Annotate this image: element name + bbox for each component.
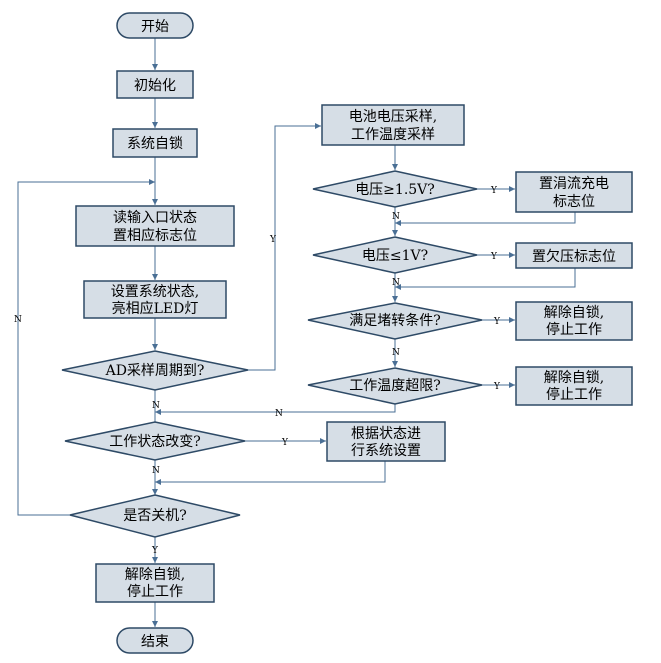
start-label: 开始 <box>141 19 169 35</box>
node-set-status: 设置系统状态, 亮相应LED灯 <box>83 280 227 319</box>
stall-label: 满足堵转条件? <box>349 312 441 329</box>
trickle-line2: 标志位 <box>553 194 595 210</box>
set-line2: 亮相应LED灯 <box>112 300 199 317</box>
read-line2: 置相应标志位 <box>113 227 197 244</box>
label-stall-no: N <box>392 348 400 358</box>
decision-stall: 满足堵转条件? <box>307 302 483 340</box>
node-trickle: 置涓流充电 标志位 <box>515 171 633 213</box>
unlock3-line1: 解除自锁, <box>125 567 185 583</box>
unlock1-line1: 解除自锁, <box>544 305 604 321</box>
unlock2-line2: 停止工作 <box>546 386 602 403</box>
node-unlock-stall: 解除自锁, 停止工作 <box>515 301 633 341</box>
node-reset: 根据状态进 行系统设置 <box>326 421 446 462</box>
node-lock: 系统自锁 <box>112 128 198 158</box>
node-init: 初始化 <box>116 70 194 99</box>
edge-temp-no <box>155 404 396 415</box>
node-undervoltage: 置欠压标志位 <box>515 242 633 269</box>
label-temp-yes: Y <box>493 382 501 392</box>
node-end: 结束 <box>116 627 194 654</box>
label-change-no: N <box>152 466 160 476</box>
label-temp-no: N <box>275 409 283 419</box>
edge-under-return <box>395 268 576 290</box>
trickle-line1: 置涓流充电 <box>539 176 609 192</box>
label-stall-yes: Y <box>493 317 501 327</box>
unlock1-line2: 停止工作 <box>546 321 602 338</box>
node-start: 开始 <box>116 12 194 39</box>
unlock3-line2: 停止工作 <box>127 583 183 600</box>
edge-trickle-return <box>395 212 576 226</box>
node-sampling: 电池电压采样, 工作温度采样 <box>321 104 465 146</box>
v1-label: 电压≤1V? <box>362 248 428 264</box>
shutdown-label: 是否关机? <box>123 508 187 524</box>
sample-line2: 工作温度采样 <box>351 127 435 143</box>
set-line1: 设置系统状态, <box>111 284 199 300</box>
label-v15-no: N <box>392 212 400 222</box>
label-ad-yes: Y <box>269 235 277 245</box>
edge-reset-return <box>155 461 386 485</box>
decision-status-change: 工作状态改变? <box>64 421 246 461</box>
lock-label: 系统自锁 <box>127 136 183 152</box>
decision-temperature: 工作温度超限? <box>307 367 483 405</box>
label-ad-no: N <box>152 401 160 411</box>
node-unlock-temp: 解除自锁, 停止工作 <box>515 366 633 406</box>
end-label: 结束 <box>141 634 169 650</box>
label-shutdown-no: N <box>14 315 22 325</box>
label-change-yes: Y <box>281 438 289 448</box>
sample-line1: 电池电压采样, <box>349 109 437 125</box>
under-label: 置欠压标志位 <box>532 249 616 265</box>
decision-voltage-high: 电压≥1.5V? <box>312 170 478 208</box>
v15-label: 电压≥1.5V? <box>355 182 435 198</box>
edge-ad-yes <box>248 123 321 371</box>
ad-label: AD采样周期到? <box>105 363 205 379</box>
label-v1-yes: Y <box>490 252 498 262</box>
edge-labels: Y N Y N Y N Y N Y N Y N N Y <box>14 186 501 556</box>
node-read-input: 读输入口状态 置相应标志位 <box>75 205 235 247</box>
init-label: 初始化 <box>134 77 176 94</box>
reset-line2: 行系统设置 <box>351 443 421 459</box>
decision-voltage-low: 电压≤1V? <box>312 236 478 274</box>
node-unlock-final: 解除自锁, 停止工作 <box>95 563 215 603</box>
edge-shutdown-no <box>17 179 155 516</box>
label-shutdown-yes: Y <box>151 546 159 556</box>
reset-line1: 根据状态进 <box>351 426 421 442</box>
decision-ad-sampling: AD采样周期到? <box>61 350 249 391</box>
unlock2-line1: 解除自锁, <box>544 370 604 386</box>
temp-label: 工作温度超限? <box>349 378 441 394</box>
decision-shutdown: 是否关机? <box>69 494 241 538</box>
connectors <box>17 38 576 627</box>
label-v1-no: N <box>392 278 400 288</box>
label-v15-yes: Y <box>490 186 498 196</box>
change-label: 工作状态改变? <box>109 434 201 450</box>
read-line1: 读输入口状态 <box>113 209 197 226</box>
